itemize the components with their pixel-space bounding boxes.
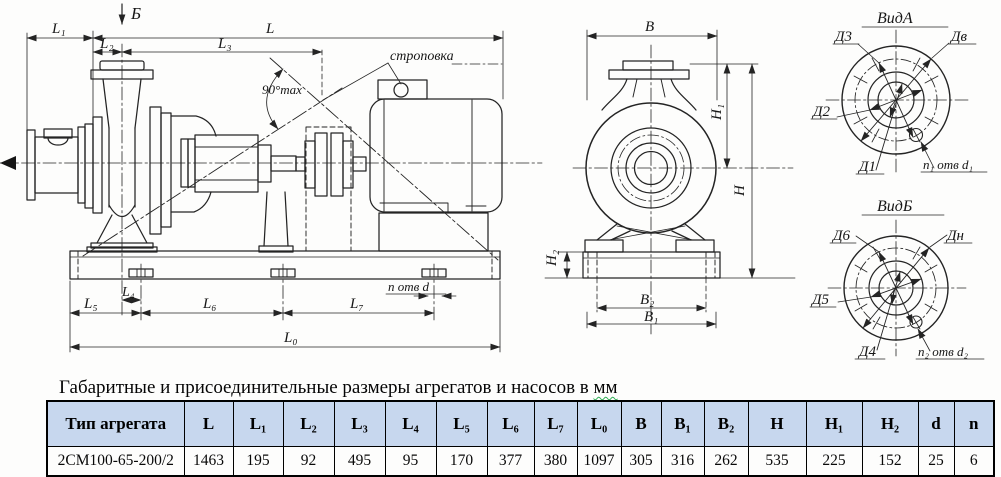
table-header-row: Тип агрегата L L₁ L₂ L₃ L₄ L₅ L₆ L₇ L₀ B… [46, 400, 995, 447]
col-header-H: H [747, 400, 807, 447]
col-header-B2: B₂ [703, 400, 749, 447]
label-d5: Д5 [810, 292, 830, 308]
flow-arrow [0, 156, 16, 170]
cell-B: 305 [620, 446, 662, 477]
caption-spellchecked-word: мм [593, 377, 618, 398]
col-header-type: Тип агрегата [46, 400, 185, 447]
cell-B1: 316 [660, 446, 705, 477]
label-d6: Д6 [831, 228, 851, 244]
baseplate [69, 250, 501, 280]
pump-outline [26, 60, 297, 253]
label-dim-l7: L₇ [349, 296, 364, 312]
label-dim-l: L [265, 21, 274, 37]
label-dim-b1: B₁ [644, 309, 658, 325]
label-section-b: Б [130, 4, 141, 23]
lifting-eye [393, 82, 409, 98]
cell-L4: 95 [384, 446, 437, 477]
view-a-title: ВидА [877, 10, 913, 27]
col-header-L6: L₆ [486, 400, 535, 447]
cell-L3: 495 [333, 446, 386, 477]
centerlines [572, 44, 794, 335]
coupling [295, 126, 367, 252]
label-angle-90max: 90°max [262, 82, 302, 97]
label-dim-l3: L₃ [217, 36, 232, 52]
technical-drawing: Б L L₁ L₂ L₃ 90°max строповка L₅ L₄ L₆ L… [0, 3, 988, 360]
label-dv: Дв [949, 29, 968, 45]
flange-view-b: ВидБ Д6 Дн Д5 Д4 n₂ отв d₂ [809, 198, 985, 360]
col-header-H2: H₂ [861, 400, 919, 447]
dimension-lines [557, 29, 759, 329]
label-holes-n2: n₂ отв d₂ [918, 344, 969, 359]
cell-L6: 377 [486, 446, 535, 477]
label-dim-l4: L₄ [121, 285, 135, 300]
cell-H2: 152 [861, 446, 919, 477]
leaders-underlines [809, 214, 985, 360]
dimensions-table: Тип агрегата L L₁ L₂ L₃ L₄ L₅ L₆ L₇ L₀ B… [46, 400, 995, 477]
side-view: Б L L₁ L₂ L₃ 90°max строповка L₅ L₄ L₆ L… [0, 3, 543, 353]
label-d3: Д3 [833, 29, 852, 45]
dimension-lines-top [26, 30, 504, 134]
col-header-L7: L₇ [533, 400, 578, 447]
col-header-d: d [917, 400, 955, 447]
angle-arc [266, 68, 284, 130]
label-dim-l1: L₁ [51, 21, 66, 37]
flange-view-a: ВидА Д3 Дв Д2 Д1 n₁ отв d₁ [810, 10, 988, 175]
cell-B2: 262 [703, 446, 749, 477]
motor [369, 79, 503, 252]
col-header-L5: L₅ [435, 400, 488, 447]
cell-L5: 170 [435, 446, 488, 477]
label-d1: Д1 [857, 159, 876, 175]
col-header-L2: L₂ [282, 400, 335, 447]
col-header-L3: L₃ [333, 400, 386, 447]
label-dim-b: B [645, 19, 654, 35]
col-header-H1: H₁ [805, 400, 863, 447]
sling-leaders [322, 62, 503, 101]
cell-L2: 92 [282, 446, 335, 477]
cell-L1: 195 [232, 446, 284, 477]
label-dim-h1: H₁ [709, 104, 725, 121]
cell-type: 2СМ100-65-200/2 [46, 446, 185, 477]
col-header-L0: L₀ [576, 400, 622, 447]
label-sling: строповка [390, 49, 454, 64]
label-holes-n1: n₁ отв d₁ [923, 157, 973, 172]
label-dim-l5: L₅ [83, 296, 98, 312]
dimension-lines-bottom [69, 280, 501, 353]
label-base-holes: n отв d [388, 279, 430, 294]
col-header-B1: B₁ [660, 400, 705, 447]
label-dim-h: H [732, 184, 748, 197]
col-header-L: L [183, 400, 234, 447]
label-dim-b2: B₂ [640, 292, 654, 308]
col-header-n: n [953, 400, 995, 447]
label-d4: Д4 [857, 344, 877, 360]
diameter-arrows [862, 247, 930, 351]
table-row: 2СМ100-65-200/2 1463 195 92 495 95 170 3… [46, 446, 995, 477]
leaders-underlines [810, 26, 988, 175]
cell-n: 6 [953, 446, 995, 477]
cell-L: 1463 [183, 446, 234, 477]
label-dn: Дн [945, 228, 964, 244]
label-dim-l2: L₂ [99, 36, 114, 52]
caption-text: Габаритные и присоединительные размеры а… [59, 377, 594, 398]
diameter-arrows [860, 58, 932, 171]
cell-L7: 380 [533, 446, 578, 477]
cell-H1: 225 [805, 446, 863, 477]
table-caption: Габаритные и присоединительные размеры а… [59, 377, 979, 399]
label-dim-l0: L₀ [283, 330, 298, 346]
cell-d: 25 [917, 446, 955, 477]
end-view: B H₁ H H₂ B₂ B₁ [544, 19, 796, 335]
view-b-title: ВидБ [877, 198, 913, 215]
col-header-L1: L₁ [232, 400, 284, 447]
col-header-L4: L₄ [384, 400, 437, 447]
label-dim-l6: L₆ [202, 296, 217, 312]
label-dim-h2: H₂ [544, 250, 560, 267]
label-d2: Д2 [811, 104, 831, 120]
col-header-B: B [620, 400, 662, 447]
pump-end-outline [544, 60, 796, 279]
cell-L0: 1097 [576, 446, 622, 477]
cell-H: 535 [747, 446, 807, 477]
